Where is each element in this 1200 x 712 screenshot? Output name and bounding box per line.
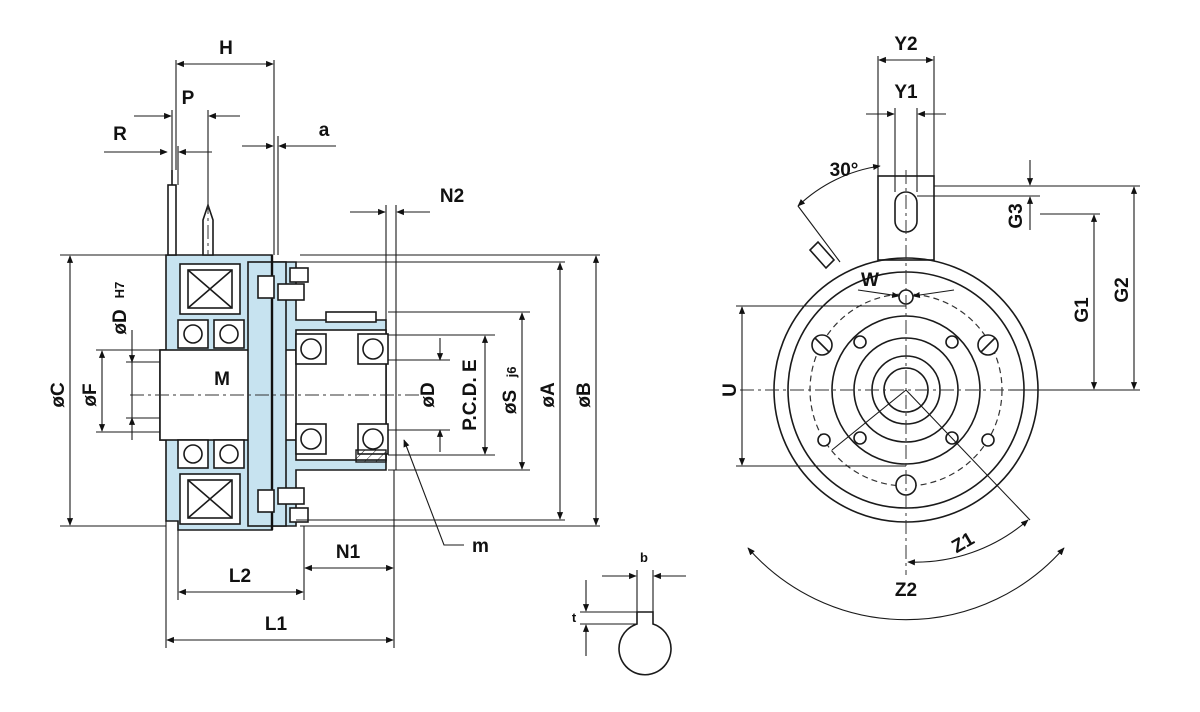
- dim-z2: Z2: [895, 580, 917, 601]
- dim-g1: G1: [1072, 297, 1093, 323]
- dim-n2: N2: [440, 186, 464, 207]
- side-section-view: øC øF øD H7 M øD P.C.D. E øS j6 øA øB: [48, 38, 600, 648]
- dim-l2: L2: [229, 566, 251, 587]
- terminal-left: [167, 184, 177, 256]
- dim-l1: L1: [265, 614, 288, 635]
- dim-g2: G2: [1112, 277, 1133, 302]
- dim-w: W: [861, 270, 879, 291]
- dim-oa: øA: [538, 382, 559, 408]
- dim-of: øF: [80, 383, 101, 406]
- front-view: Y2 Y1 30° G3 G1 G2 W U: [720, 34, 1140, 621]
- dim-a: a: [319, 120, 330, 141]
- dim-pcd-e: P.C.D. E: [460, 359, 481, 430]
- dim-h: H: [219, 38, 233, 59]
- dim-y1: Y1: [894, 82, 918, 103]
- dim-oc: øC: [48, 382, 69, 408]
- dim-t: t: [572, 610, 577, 625]
- rotor-plate: [247, 261, 273, 527]
- dim-od-bore: øD: [418, 382, 439, 407]
- bearing-lower-left: [177, 439, 245, 469]
- dim-p: P: [182, 88, 195, 109]
- dim-os-j6: øS: [500, 390, 521, 414]
- dim-ob: øB: [574, 382, 595, 407]
- set-screw: [355, 449, 387, 463]
- dim-j6-tolerance: j6: [504, 367, 519, 379]
- dim-g3: G3: [1006, 203, 1027, 228]
- dim-od-h7: øD: [110, 309, 131, 334]
- dim-u: U: [720, 383, 741, 397]
- dim-b: b: [640, 550, 648, 565]
- bearing-upper-right: [295, 333, 389, 365]
- spring-bolts: [257, 267, 309, 523]
- dim-n1: N1: [336, 542, 361, 563]
- dim-m-leader: m: [472, 536, 489, 557]
- armature-plate: [271, 261, 287, 527]
- dim-z1: Z1: [948, 528, 978, 557]
- lead-wire: [808, 240, 836, 270]
- keyway-detail: b t: [572, 550, 686, 676]
- dim-30-deg: 30°: [830, 160, 859, 181]
- dim-h7-tolerance: H7: [112, 282, 127, 299]
- bearing-upper-left: [177, 319, 245, 349]
- dim-m: M: [214, 369, 230, 390]
- dim-r: R: [113, 124, 127, 145]
- bearing-lower-right: [295, 423, 389, 455]
- key-upper: [325, 311, 377, 323]
- dim-y2: Y2: [894, 34, 917, 55]
